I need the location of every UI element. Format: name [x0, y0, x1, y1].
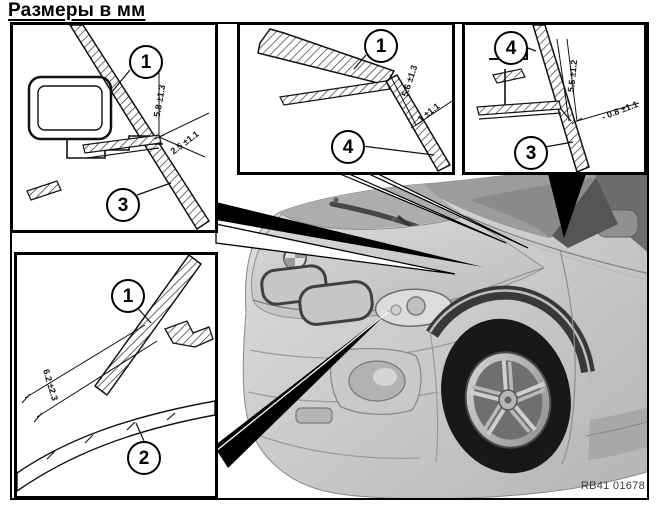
leader-wedges: [214, 173, 586, 468]
kidney-grille: [260, 264, 374, 326]
figure-code: RB41 01678: [580, 480, 645, 492]
inset-top-left-drawing: [26, 25, 211, 230]
leader-wedge-top-left-a: [216, 202, 483, 267]
callout-badge-1: 1: [364, 29, 398, 63]
car-illustration: [214, 158, 647, 498]
inset-bottom-left: 1 2 6.2 ±2.3: [14, 252, 218, 499]
callout-badge-3: 3: [106, 188, 140, 222]
front-wheel: [426, 285, 595, 474]
headlight: [374, 288, 453, 327]
inset-top-middle-drawing: [257, 28, 452, 172]
inset-top-right: 4 3 5.5 ±1.2 - 0.8 ±1.1: [462, 22, 647, 175]
callout-badge-1: 1: [129, 45, 163, 79]
callout-badge-2: 2: [127, 441, 161, 475]
leader-wedge-bottom-left: [214, 310, 390, 468]
leader-wedge-top-left-b: [215, 223, 456, 275]
callout-badge-1: 1: [111, 279, 145, 313]
inset-top-middle: 1 4 5.6 ±1.3 1 ±1.1: [237, 22, 455, 175]
callout-badge-4: 4: [331, 130, 365, 164]
fog-lamp: [329, 347, 422, 415]
figure-title: Размеры в мм: [8, 0, 146, 21]
leader-wedge-top-right: [548, 174, 586, 238]
inset-top-left: 1 3 5.8 ±1.3 2.5 ±1.1: [10, 22, 218, 233]
callout-badge-4: 4: [494, 31, 528, 65]
inset-bottom-left-drawing: [17, 255, 215, 492]
callout-badge-3: 3: [514, 136, 548, 170]
inset-top-right-drawing: [476, 25, 640, 172]
